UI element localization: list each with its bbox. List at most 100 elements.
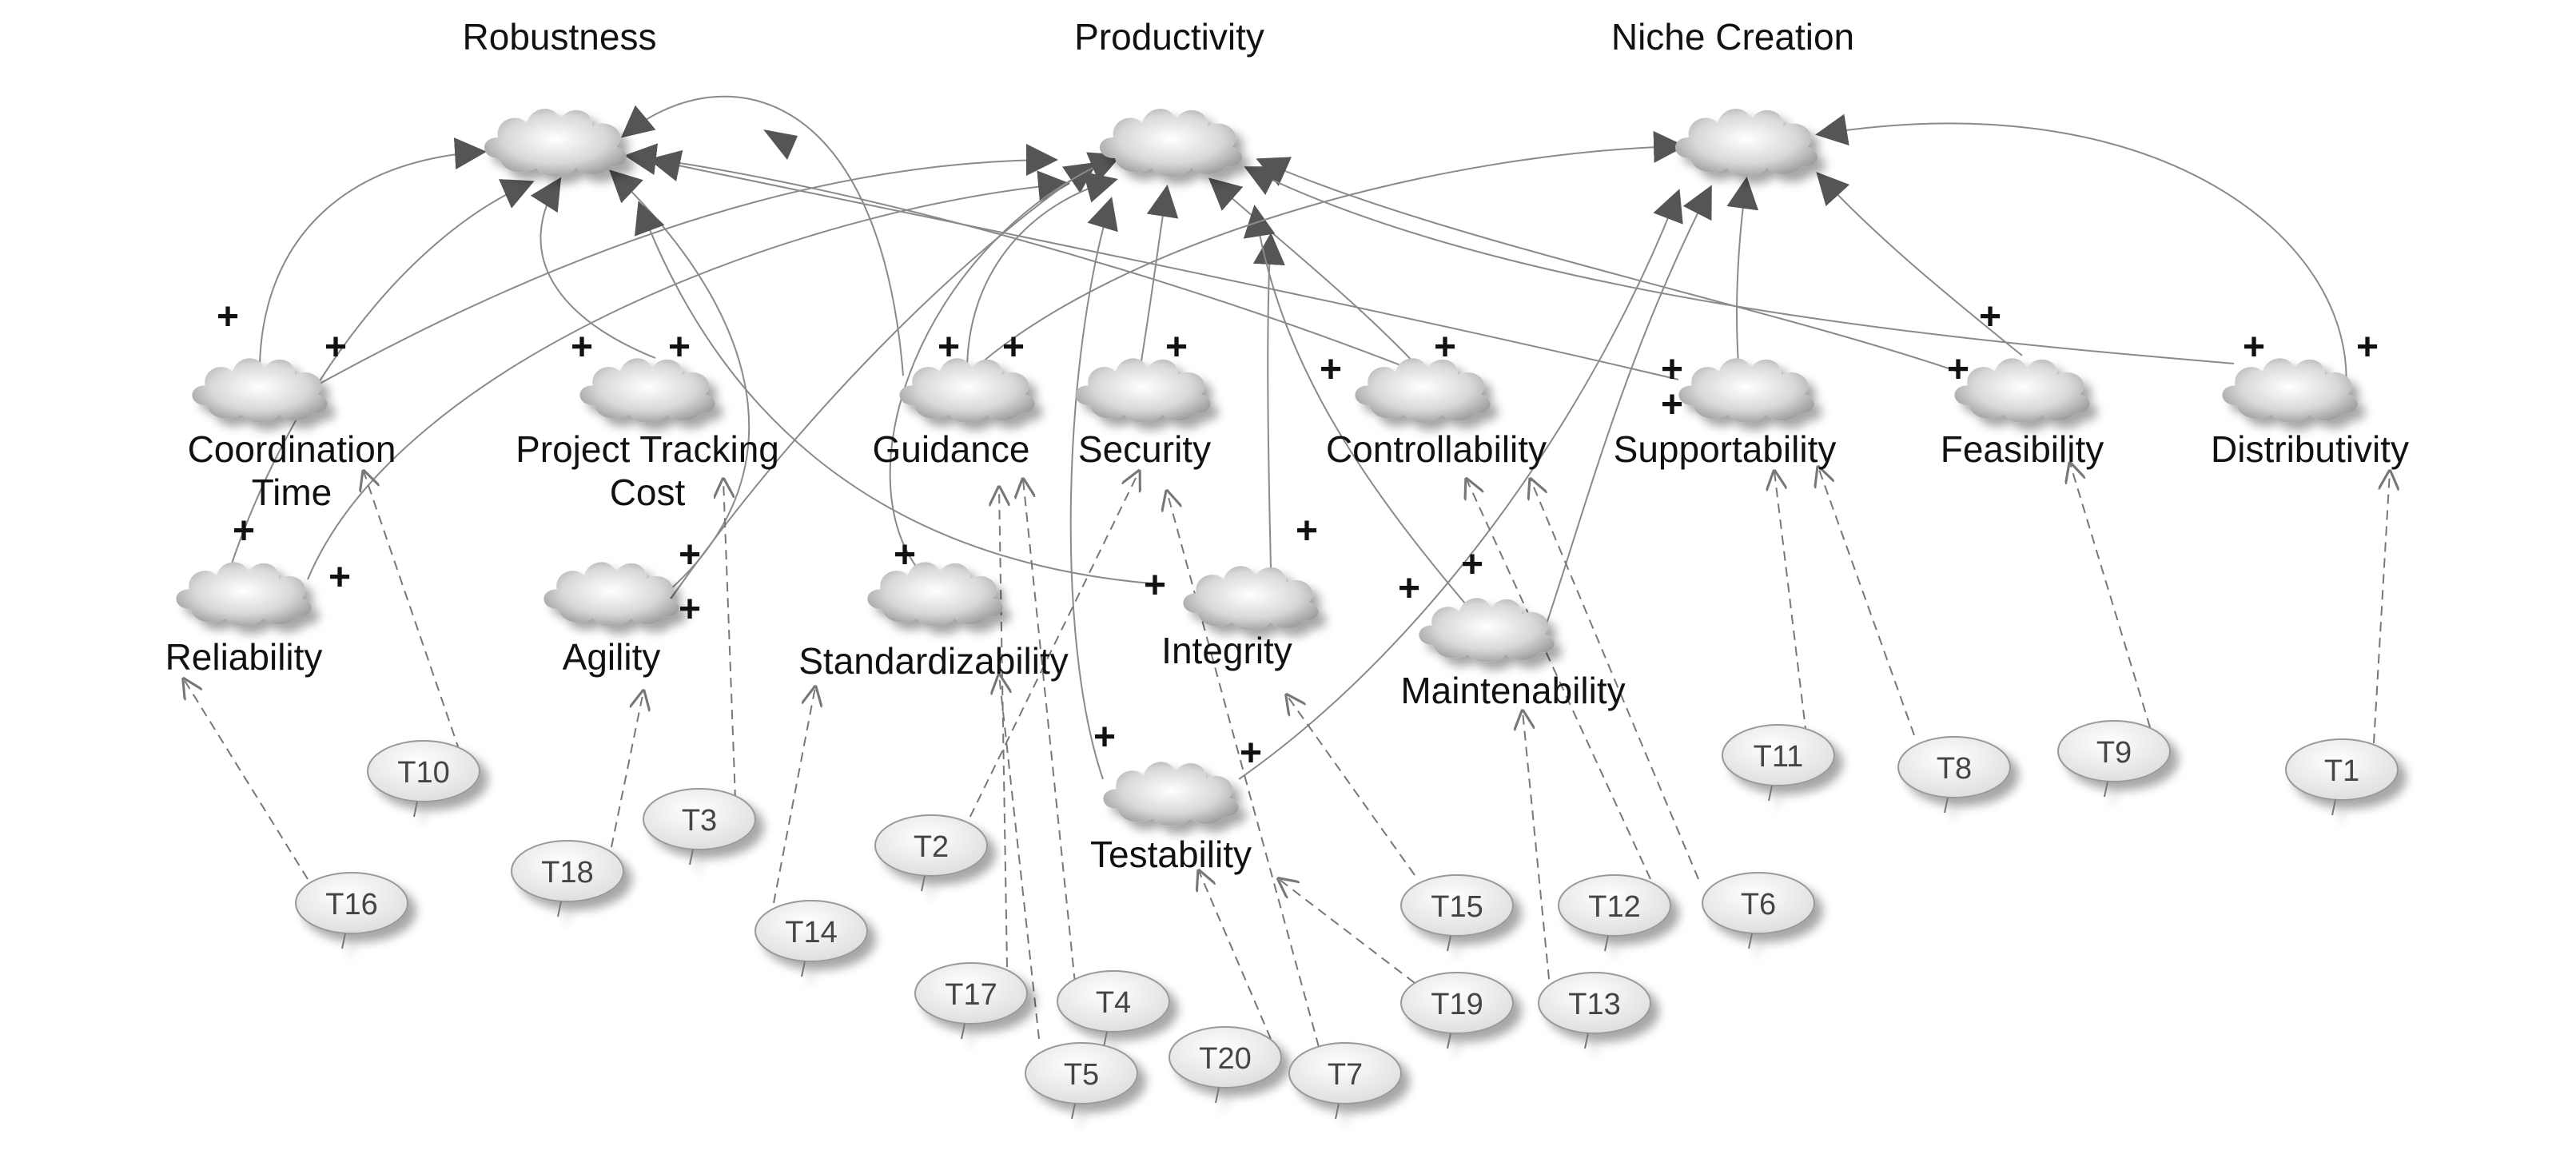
link-t13-maintenability xyxy=(1523,711,1551,996)
feasibility-cloud[interactable] xyxy=(1954,358,2090,423)
maintenability-label: Maintenability xyxy=(1400,670,1625,711)
plus-marker: + xyxy=(894,534,916,576)
supportability-cloud[interactable] xyxy=(1678,358,1814,423)
security-cloud[interactable] xyxy=(1075,358,1211,423)
link-testability-niche xyxy=(1238,189,1683,780)
task-t4[interactable]: T4 xyxy=(1057,970,1170,1048)
link-t1-distributivity xyxy=(2373,472,2390,744)
task-t16-label: T16 xyxy=(325,888,377,921)
task-t19[interactable]: T19 xyxy=(1400,972,1514,1049)
task-t18[interactable]: T18 xyxy=(511,840,624,917)
link-distributivity-productivity xyxy=(1244,166,2235,364)
link-maintenability-productivity xyxy=(1243,205,1479,620)
standardizability-label: Standardizability xyxy=(798,640,1069,682)
task-t15[interactable]: T15 xyxy=(1400,874,1514,952)
plus-marker: + xyxy=(668,326,691,368)
plus-marker: + xyxy=(1165,326,1188,368)
link-t18-agility xyxy=(611,691,643,848)
security-label: Security xyxy=(1078,428,1211,470)
integrity-cloud[interactable] xyxy=(1183,566,1319,631)
tasks: T10 T3 T18 T16 T2 T14 xyxy=(295,720,2399,1120)
task-t16[interactable]: T16 xyxy=(295,872,408,949)
task-t3-label: T3 xyxy=(682,804,717,838)
link-supportability-niche xyxy=(1726,177,1759,364)
link-reliability-robustness xyxy=(231,179,535,564)
task-t5[interactable]: T5 xyxy=(1025,1042,1138,1120)
task-t11[interactable]: T11 xyxy=(1722,724,1835,802)
project-tracking-cost-label-line2: Cost xyxy=(610,472,686,513)
task-t14[interactable]: T14 xyxy=(754,900,868,977)
link-t17-guidance xyxy=(999,487,1007,968)
plus-marker: + xyxy=(679,588,701,631)
task-t3[interactable]: T3 xyxy=(643,788,756,866)
task-t2[interactable]: T2 xyxy=(874,814,988,892)
link-standardizability-productivity xyxy=(889,152,1122,576)
contribution-markers: + + + + + + + + + + + + + + + + + + + + … xyxy=(217,296,2379,774)
link-coordination-productivity xyxy=(319,144,1058,384)
controllability-label: Controllability xyxy=(1326,428,1547,470)
link-t20-testability xyxy=(1199,871,1272,1040)
link-supportability-robustness xyxy=(648,149,1679,380)
coordination-time-label-line2: Time xyxy=(252,472,332,513)
task-t14-label: T14 xyxy=(785,916,837,949)
coordination-time-label-line1: Coordination xyxy=(188,428,396,470)
task-t9[interactable]: T9 xyxy=(2057,720,2171,798)
task-t5-label: T5 xyxy=(1064,1058,1099,1092)
link-t16-reliability xyxy=(184,679,309,880)
maintenability-cloud[interactable] xyxy=(1419,598,1555,663)
plus-marker: + xyxy=(2243,326,2265,368)
task-t12[interactable]: T12 xyxy=(1558,874,1671,952)
link-t11-supportability xyxy=(1774,472,1807,736)
niche-creation-cloud[interactable] xyxy=(1674,109,1818,177)
distributivity-label: Distributivity xyxy=(2211,428,2409,470)
plus-marker: + xyxy=(1947,348,1969,391)
plus-marker: + xyxy=(571,326,593,368)
project-tracking-cost-label-line1: Project Tracking xyxy=(516,428,779,470)
productivity-cloud[interactable] xyxy=(1099,109,1242,177)
link-t3-projecttracking xyxy=(723,480,736,800)
project-tracking-cost-cloud[interactable] xyxy=(579,358,715,423)
plus-marker: + xyxy=(328,556,351,599)
robustness-title: Robustness xyxy=(463,16,657,58)
link-projecttracking-robustness xyxy=(530,177,656,359)
task-t12-label: T12 xyxy=(1588,890,1640,924)
feasibility-label: Feasibility xyxy=(1941,428,2104,470)
reliability-cloud[interactable] xyxy=(176,562,312,627)
testability-cloud[interactable] xyxy=(1103,762,1239,826)
link-t5-standardizability xyxy=(999,675,1040,1040)
plus-marker: + xyxy=(1144,564,1166,607)
link-t10-coordination xyxy=(364,472,460,752)
guidance-label: Guidance xyxy=(873,428,1030,470)
plus-marker: + xyxy=(1296,510,1318,552)
task-t18-label: T18 xyxy=(541,856,593,889)
task-t6-label: T6 xyxy=(1741,888,1776,921)
agility-cloud[interactable] xyxy=(543,562,679,627)
controllability-cloud[interactable] xyxy=(1355,358,1491,423)
plus-marker: + xyxy=(1434,326,1456,368)
standardizability-cloud[interactable] xyxy=(867,562,1003,627)
task-t13[interactable]: T13 xyxy=(1538,972,1651,1049)
task-t6[interactable]: T6 xyxy=(1702,872,1815,949)
plus-marker: + xyxy=(324,326,347,368)
link-agility-productivity xyxy=(667,161,1098,604)
task-t10[interactable]: T10 xyxy=(367,740,480,818)
plus-marker: + xyxy=(1979,296,2001,338)
plus-marker: + xyxy=(938,326,960,368)
link-guidance-productivity xyxy=(966,171,1118,372)
task-t13-label: T13 xyxy=(1568,988,1620,1021)
link-t7-security xyxy=(1167,491,1320,1048)
coordination-time-cloud[interactable] xyxy=(192,358,328,423)
link-integrity-robustness xyxy=(635,201,1152,584)
task-t1[interactable]: T1 xyxy=(2285,738,2399,816)
task-t17[interactable]: T17 xyxy=(914,962,1028,1040)
arrowhead xyxy=(763,129,798,160)
link-t14-standardizability xyxy=(773,687,815,904)
task-t8[interactable]: T8 xyxy=(1897,736,2011,814)
task-t20[interactable]: T20 xyxy=(1169,1026,1282,1104)
operationalization-links xyxy=(184,464,2390,1048)
supportability-label: Supportability xyxy=(1614,428,1837,470)
plus-marker: + xyxy=(1661,348,1683,391)
task-t8-label: T8 xyxy=(1937,752,1972,786)
task-t7[interactable]: T7 xyxy=(1288,1042,1402,1120)
robustness-cloud[interactable] xyxy=(484,109,627,177)
